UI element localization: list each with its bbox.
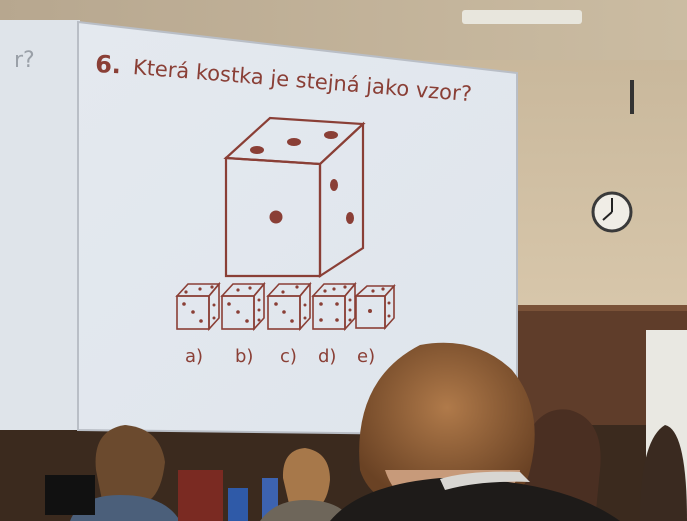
- option-e-label: e): [357, 346, 376, 367]
- option-c-label: c): [280, 346, 297, 367]
- option-dice: [175, 281, 396, 332]
- wall-clock: [591, 191, 633, 233]
- student-head-foreground: [359, 342, 535, 505]
- student-head-left: [95, 425, 165, 500]
- die-d: [311, 281, 357, 332]
- question-number: 6.: [94, 50, 122, 80]
- die-e: [353, 283, 396, 331]
- student-shoulders: [330, 478, 620, 521]
- ceiling-light: [462, 10, 582, 24]
- die-a: [175, 281, 221, 332]
- option-b-label: b): [235, 346, 254, 367]
- option-d-label: d): [318, 346, 337, 367]
- pattern-die: [223, 116, 366, 279]
- left-slide: [0, 20, 80, 430]
- monitor: [45, 475, 95, 515]
- option-a-label: a): [185, 346, 204, 367]
- student-head-middle: [282, 448, 330, 508]
- wall-hook: [630, 80, 634, 114]
- die-c: [266, 281, 312, 332]
- books: [178, 470, 223, 521]
- left-slide-fragment: r?: [14, 48, 35, 73]
- audience: [45, 342, 687, 521]
- die-b: [220, 281, 266, 332]
- pattern-die-pips: [250, 131, 354, 224]
- option-dice-pips: [182, 285, 391, 323]
